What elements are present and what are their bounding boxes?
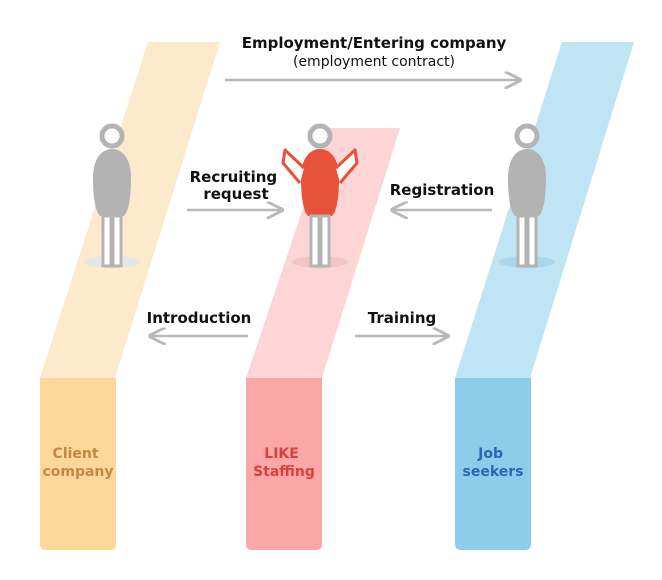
- introduction-label: Introduction: [147, 309, 252, 327]
- training-label: Training: [368, 309, 436, 327]
- like-box-top: [246, 378, 322, 388]
- job-box: [455, 378, 531, 550]
- svg-text:LIKE Staffing: LIKE Staffing: [253, 446, 315, 480]
- recruiting-label-line2: request: [203, 185, 268, 203]
- client-label-line1: Client: [53, 446, 99, 462]
- svg-text:Recruiting request: Recruiting request: [190, 168, 283, 203]
- job-seeker-person-icon: [499, 123, 555, 268]
- svg-text:Job seekers: Job seekers: [463, 446, 524, 480]
- top-label-subtitle: (employment contract): [293, 54, 455, 70]
- like-label-line2: Staffing: [253, 464, 315, 480]
- client-box: [40, 378, 116, 550]
- job-box-top: [455, 378, 531, 388]
- job-band: [455, 42, 634, 378]
- client-person-icon: [84, 123, 140, 268]
- like-box: [246, 378, 322, 550]
- like-label-line1: LIKE: [264, 446, 299, 462]
- svg-text:Client company: Client company: [42, 446, 113, 480]
- staff-person-icon: [281, 123, 359, 268]
- top-label-title: Employment/Entering company: [242, 34, 507, 52]
- client-label-line2: company: [42, 464, 113, 480]
- registration-label: Registration: [390, 181, 495, 199]
- job-label-line1: Job: [477, 446, 503, 462]
- recruiting-label-line1: Recruiting: [190, 168, 278, 186]
- job-label-line2: seekers: [463, 464, 524, 480]
- client-band: [40, 42, 220, 378]
- client-box-top: [40, 378, 116, 388]
